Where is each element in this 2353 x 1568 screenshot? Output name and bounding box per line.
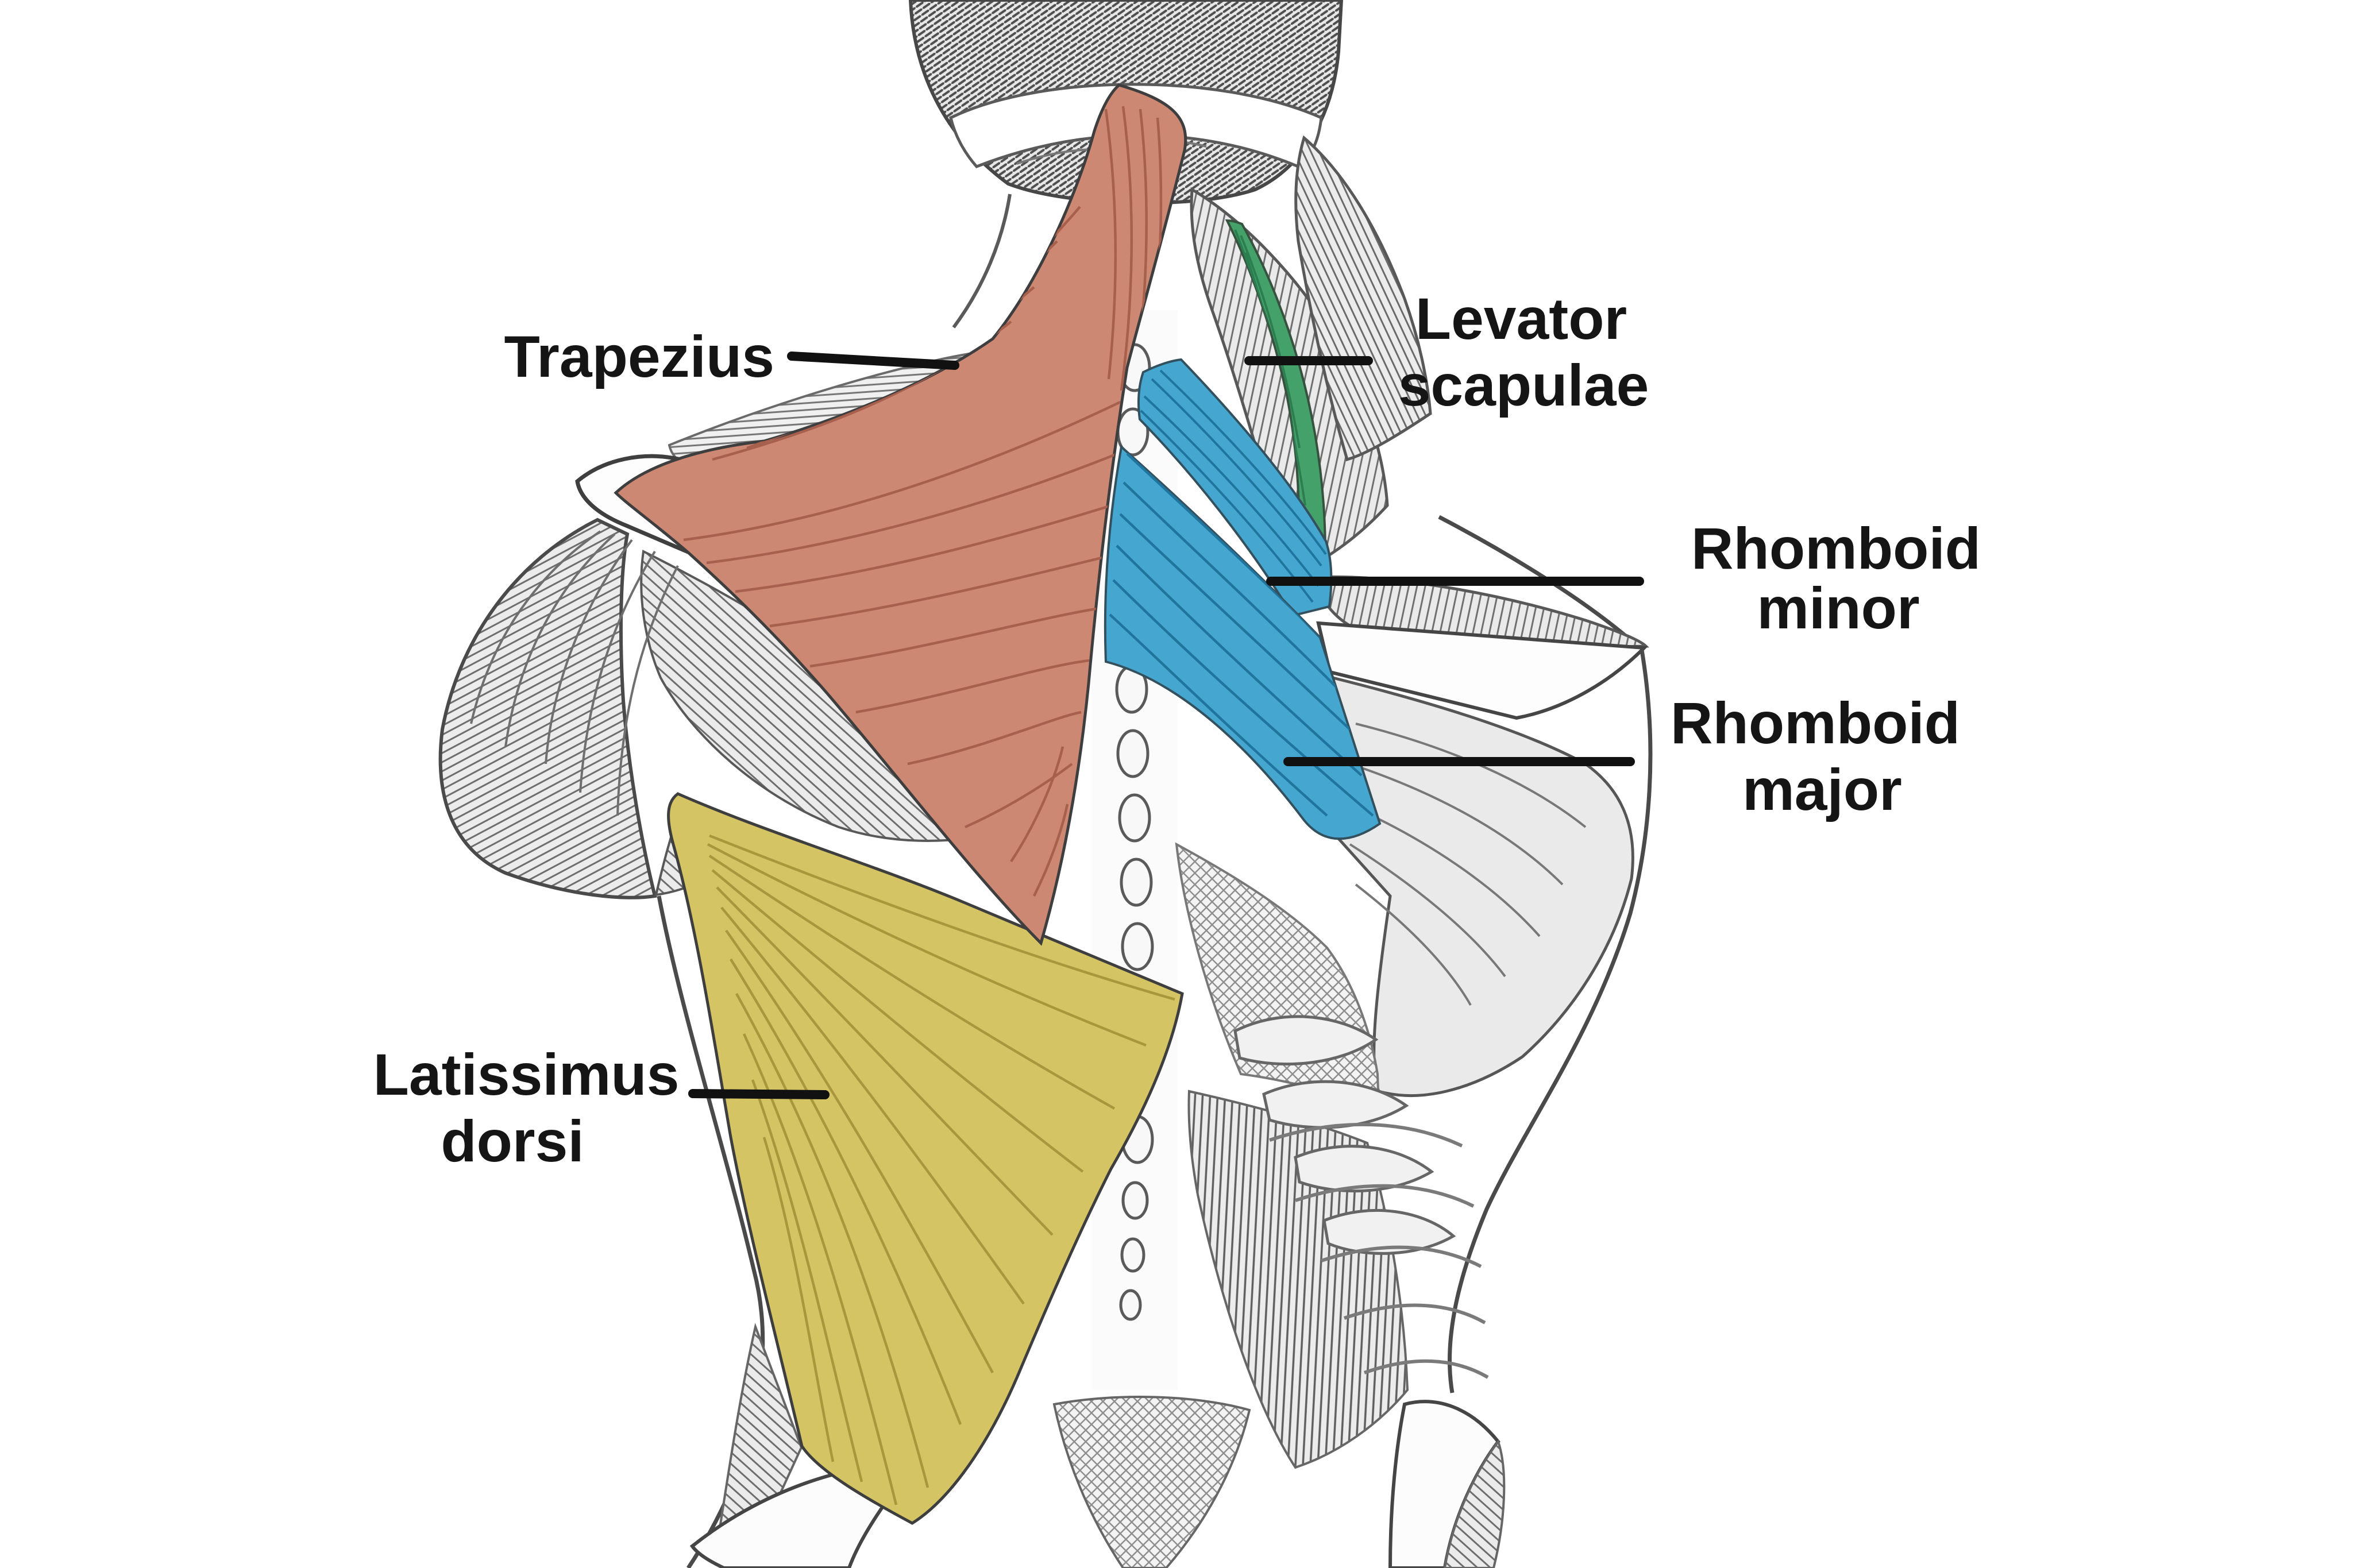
label-levator-line1: Levator xyxy=(1415,286,1627,352)
leader-latissimus-dorsi xyxy=(688,1089,830,1099)
scapular-spine-bone-right xyxy=(1316,621,1648,720)
rhomboid-major-muscle xyxy=(1104,446,1381,840)
infraspinatus-teres-muscles xyxy=(1330,675,1634,1097)
label-rhomboid-major-line2: major xyxy=(1742,757,1902,822)
label-latissimus-line1: Latissimus xyxy=(373,1042,680,1107)
gluteal-right xyxy=(1443,1439,1506,1568)
label-latissimus-line2: dorsi xyxy=(441,1109,584,1174)
label-trapezius: Trapezius xyxy=(504,324,774,389)
right-torso-contour xyxy=(1448,650,1653,1393)
rib-lines xyxy=(1269,1122,1489,1379)
leader-trapezius xyxy=(787,352,959,370)
rhomboid-minor-fibers xyxy=(1140,369,1327,603)
neck-right-muscle xyxy=(1294,135,1432,462)
rhomboid-minor-muscle xyxy=(1137,358,1333,617)
label-rhomboid-minor-line2: minor xyxy=(1757,576,1919,641)
right-scapular-region xyxy=(1175,575,1653,1568)
deltoid-muscle xyxy=(438,517,657,899)
leader-lines xyxy=(688,352,1644,1099)
label-rhomboid-minor-line1: Rhomboid xyxy=(1691,516,1981,581)
serratus-digitations xyxy=(1233,1015,1456,1255)
label-levator-line2: scapulae xyxy=(1398,353,1649,418)
deltoid-fiber-lines xyxy=(470,530,679,816)
left-torso-contour xyxy=(657,895,765,1568)
label-rhomboid-major-line1: Rhomboid xyxy=(1671,690,1960,756)
labels: Trapezius Levator scapulae Rhomboid mino… xyxy=(373,286,1981,1174)
sacrum xyxy=(1052,1396,1251,1568)
neck-left-contour xyxy=(952,194,1012,329)
